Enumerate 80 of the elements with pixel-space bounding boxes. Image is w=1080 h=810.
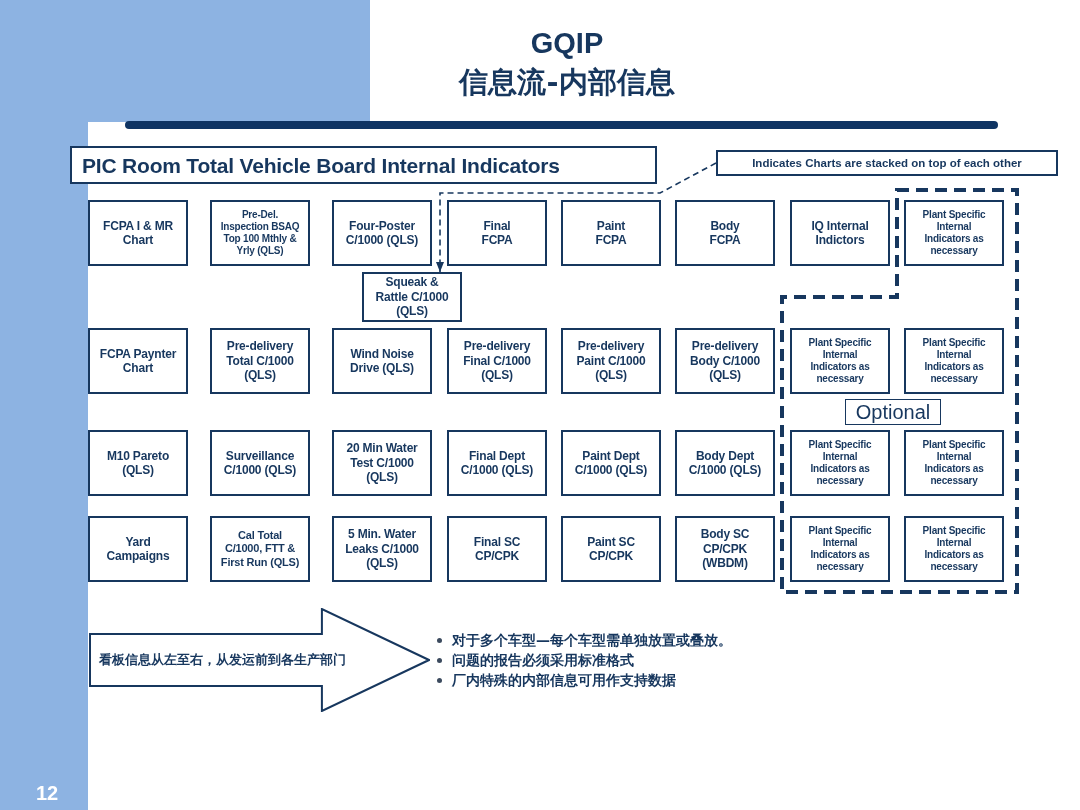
chart-box xyxy=(675,430,775,496)
heading-box xyxy=(70,146,657,184)
chart-box xyxy=(447,430,547,496)
chart-box xyxy=(675,328,775,394)
chart-label: Body Dept C/1000 (QLS) xyxy=(688,448,762,477)
chart-box xyxy=(904,328,1004,394)
chart-box xyxy=(561,430,661,496)
tag-box xyxy=(845,399,941,425)
chart-label: Paint SC CP/CPK xyxy=(587,534,635,563)
chart-label: Plant Specific Internal Indicators as necessary xyxy=(922,337,986,384)
slide-title: GQIP 信息流-内部信息 xyxy=(457,26,676,101)
chart-box xyxy=(332,328,432,394)
chart-label: Pre-Del. Inspection BSAQ Top 100 Mthly & Yrly (QLS) xyxy=(220,209,300,256)
block-arrow xyxy=(89,608,430,712)
chart-box xyxy=(675,516,775,582)
chart-box xyxy=(790,328,890,394)
chart-box xyxy=(210,516,310,582)
arrow-caption: 看板信息从左至右，从发运前到各生产部门 xyxy=(99,651,346,669)
chart-box xyxy=(790,200,890,266)
chart-box xyxy=(675,200,775,266)
chart-box xyxy=(561,516,661,582)
chart-label: Final Dept C/1000 (QLS) xyxy=(460,448,534,477)
tag-label: Optional xyxy=(855,401,931,423)
chart-label: Plant Specific Internal Indicators as necessary xyxy=(808,439,872,486)
chart-box xyxy=(88,430,188,496)
chart-box xyxy=(332,200,432,266)
chart-label: Plant Specific Internal Indicators as necessary xyxy=(922,525,986,572)
chart-label: FCPA I & MR Chart xyxy=(103,218,173,247)
chart-label: Paint FCPA xyxy=(595,218,627,247)
chart-label: Paint Dept C/1000 (QLS) xyxy=(574,448,648,477)
chart-box xyxy=(88,516,188,582)
chart-box xyxy=(904,430,1004,496)
chart-label: Pre-delivery Paint C/1000 (QLS) xyxy=(576,339,646,383)
chart-label: Final FCPA xyxy=(481,218,513,247)
note-box xyxy=(716,150,1058,176)
chart-label: M10 Pareto (QLS) xyxy=(107,448,169,477)
chart-box xyxy=(332,516,432,582)
chart-label: Body FCPA xyxy=(709,218,741,247)
chart-box xyxy=(447,200,547,266)
bullet-text: 问题的报告必须采用标准格式 xyxy=(452,651,634,669)
chart-label: Plant Specific Internal Indicators as necessary xyxy=(922,209,986,256)
heading-text: PIC Room Total Vehicle Board Internal Indicators xyxy=(82,153,560,177)
chart-box xyxy=(210,200,310,266)
chart-box xyxy=(447,328,547,394)
chart-label: Yard Campaigns xyxy=(106,534,170,563)
chart-label: IQ Internal Indictors xyxy=(811,218,869,247)
chart-box xyxy=(561,200,661,266)
chart-box xyxy=(790,430,890,496)
chart-label: FCPA Paynter Chart xyxy=(99,346,177,375)
chart-box xyxy=(210,430,310,496)
chart-label: Pre-delivery Body C/1000 (QLS) xyxy=(690,339,760,383)
chart-box xyxy=(332,430,432,496)
chart-box xyxy=(561,328,661,394)
chart-label: Pre-delivery Final C/1000 (QLS) xyxy=(463,339,531,383)
chart-label: 20 Min Water Test C/1000 (QLS) xyxy=(346,441,418,485)
chart-label: Pre-delivery Total C/1000 (QLS) xyxy=(226,339,294,383)
chart-label: Plant Specific Internal Indicators as necessary xyxy=(808,337,872,384)
chart-box xyxy=(790,516,890,582)
chart-box xyxy=(447,516,547,582)
chart-label: Plant Specific Internal Indicators as necessary xyxy=(808,525,872,572)
chart-label: Wind Noise Drive (QLS) xyxy=(350,346,414,375)
chart-box xyxy=(904,516,1004,582)
chart-label: Four-Poster C/1000 (QLS) xyxy=(345,218,419,247)
chart-box xyxy=(210,328,310,394)
chart-box xyxy=(88,200,188,266)
chart-label: Final SC CP/CPK xyxy=(473,534,521,563)
bullet-text: 对于多个车型—每个车型需单独放置或叠放。 xyxy=(452,631,732,649)
chart-box xyxy=(904,200,1004,266)
chart-box xyxy=(88,328,188,394)
chart-label: Surveillance C/1000 (QLS) xyxy=(223,448,297,477)
chart-label: Body SC CP/CPK (WBDM) xyxy=(700,527,750,571)
note-text: Indicates Charts are stacked on top of each other xyxy=(752,157,1022,169)
chart-label: Squeak & Rattle C/1000 (QLS) xyxy=(375,275,449,319)
page-number: 12 xyxy=(36,781,59,805)
chart-label: 5 Min. Water Leaks C/1000 (QLS) xyxy=(345,527,419,571)
bullet-text: 厂内特殊的内部信息可用作支持数据 xyxy=(452,671,676,689)
chart-box xyxy=(362,272,462,322)
chart-label: Plant Specific Internal Indicators as necessary xyxy=(922,439,986,486)
chart-label: Cal Total C/1000, FTT & First Run (QLS) xyxy=(220,528,300,568)
dashed-arrow xyxy=(436,162,717,273)
